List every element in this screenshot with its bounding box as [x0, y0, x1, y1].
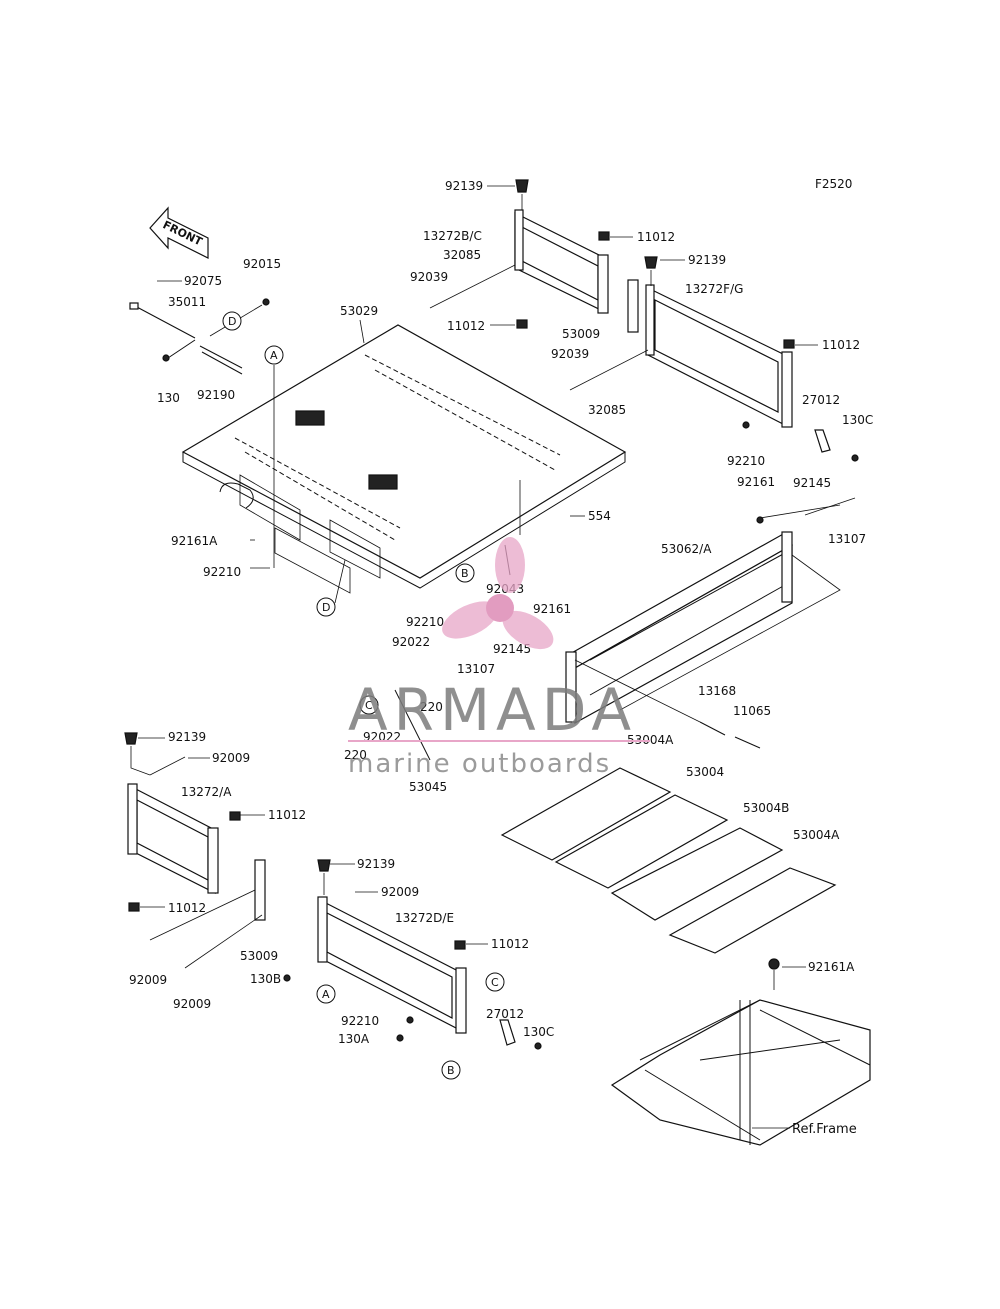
- svg-text:A: A: [322, 988, 330, 1001]
- ref-frame: [610, 958, 871, 1146]
- leader-lines: [138, 185, 818, 968]
- front-arrow-icon: FRONT: [149, 206, 209, 259]
- watermark: ARMADA marine outboards: [348, 537, 650, 779]
- watermark-brand: ARMADA: [348, 676, 637, 744]
- label-13272FG: 13272F/G: [685, 282, 743, 296]
- callout-A-1: A: [264, 345, 284, 568]
- label-130C-a: 130C: [842, 413, 873, 427]
- svg-text:D: D: [228, 315, 236, 328]
- label-27012-b: 27012: [486, 1007, 524, 1021]
- label-92009-c: 92009: [173, 997, 211, 1011]
- label-130B: 130B: [250, 972, 281, 986]
- bolt-assembly-left: [129, 298, 270, 375]
- label-92075: 92075: [184, 274, 222, 288]
- side-panel-13272BC: [429, 179, 610, 329]
- svg-text:D: D: [322, 601, 330, 614]
- propeller-logo-icon: [442, 537, 554, 650]
- svg-text:B: B: [447, 1064, 455, 1077]
- label-92009-a: 92009: [212, 751, 250, 765]
- label-92210-b: 92210: [203, 565, 241, 579]
- side-panel-13272A: [124, 732, 241, 912]
- tailgate-53062A: [565, 497, 856, 725]
- label-92210-a: 92210: [727, 454, 765, 468]
- bed-panel-53029: [181, 324, 627, 594]
- label-53004A-b: 53004A: [793, 828, 840, 842]
- label-ref-frame: Ref.Frame: [792, 1122, 857, 1137]
- label-53004A-a: 53004A: [627, 733, 674, 747]
- label-92161A-b: 92161A: [808, 960, 855, 974]
- label-92139-b: 92139: [688, 253, 726, 267]
- callout-D-1: D: [222, 311, 242, 331]
- label-53045: 53045: [409, 780, 447, 794]
- bed-handle: [219, 482, 254, 509]
- label-11012-c: 11012: [822, 338, 860, 352]
- label-92139-top: 92139: [445, 179, 483, 193]
- label-92039-b: 92039: [551, 347, 589, 361]
- svg-text:C: C: [491, 976, 499, 989]
- figure-code: F2520: [815, 177, 852, 191]
- callout-A-2: A: [316, 984, 336, 1004]
- label-92022-a: 92022: [392, 635, 430, 649]
- label-53004B: 53004B: [743, 801, 789, 815]
- label-130: 130: [157, 391, 180, 405]
- label-11012-b: 11012: [447, 319, 485, 333]
- label-92161A-a: 92161A: [171, 534, 218, 548]
- svg-text:B: B: [461, 567, 469, 580]
- label-32085-a: 32085: [443, 248, 481, 262]
- label-92190: 92190: [197, 388, 235, 402]
- label-11012-a: 11012: [637, 230, 675, 244]
- callout-C-2: C: [485, 972, 505, 992]
- label-53062A: 53062/A: [661, 542, 712, 556]
- label-92210-c: 92210: [406, 615, 444, 629]
- label-92145-b: 92145: [493, 642, 531, 656]
- callout-C-1: C: [359, 695, 379, 715]
- label-130A: 130A: [338, 1032, 370, 1046]
- floor-mats-53004: [500, 767, 837, 954]
- label-92139-d: 92139: [357, 857, 395, 871]
- label-35011: 35011: [168, 295, 206, 309]
- label-92161-b: 92161: [533, 602, 571, 616]
- callout-B-2: B: [441, 1060, 461, 1080]
- label-13272BC: 13272B/C: [423, 229, 482, 243]
- label-13272A: 13272/A: [181, 785, 232, 799]
- label-27012-a: 27012: [802, 393, 840, 407]
- svg-text:C: C: [365, 699, 373, 712]
- label-92210-d: 92210: [341, 1014, 379, 1028]
- label-11012-f: 11012: [491, 937, 529, 951]
- label-11012-e: 11012: [168, 901, 206, 915]
- svg-text:A: A: [270, 349, 278, 362]
- label-53009-b: 53009: [240, 949, 278, 963]
- label-554: 554: [588, 509, 611, 523]
- label-11065: 11065: [733, 704, 771, 718]
- label-92161-a: 92161: [737, 475, 775, 489]
- label-13107-a: 13107: [828, 532, 866, 546]
- label-92145-a: 92145: [793, 476, 831, 490]
- label-220-b: 220: [344, 748, 367, 762]
- label-13107-b: 13107: [457, 662, 495, 676]
- side-panel-13272FG: [569, 256, 859, 462]
- label-11012-d: 11012: [268, 808, 306, 822]
- label-53029: 53029: [340, 304, 378, 318]
- label-53004: 53004: [686, 765, 724, 779]
- label-53009-a: 53009: [562, 327, 600, 341]
- bracket-53009-bottom: [149, 859, 266, 969]
- label-92009-b: 92009: [129, 973, 167, 987]
- watermark-tagline: marine outboards: [348, 749, 611, 779]
- label-130C-b: 130C: [523, 1025, 554, 1039]
- part-labels: 92139 13272B/C 11012 32085 92039 11012 5…: [129, 179, 873, 1137]
- bracket-53009-top: [627, 279, 639, 333]
- side-panel-13272DE: [283, 859, 542, 1050]
- label-32085-b: 32085: [588, 403, 626, 417]
- callout-D-2: D: [316, 559, 346, 617]
- label-92015: 92015: [243, 257, 281, 271]
- label-92009-d: 92009: [381, 885, 419, 899]
- label-220-a: 220: [420, 700, 443, 714]
- label-92139-c: 92139: [168, 730, 206, 744]
- callout-B-1: B: [455, 563, 475, 583]
- label-92039-a: 92039: [410, 270, 448, 284]
- label-13168: 13168: [698, 684, 736, 698]
- label-13272DE: 13272D/E: [395, 911, 454, 925]
